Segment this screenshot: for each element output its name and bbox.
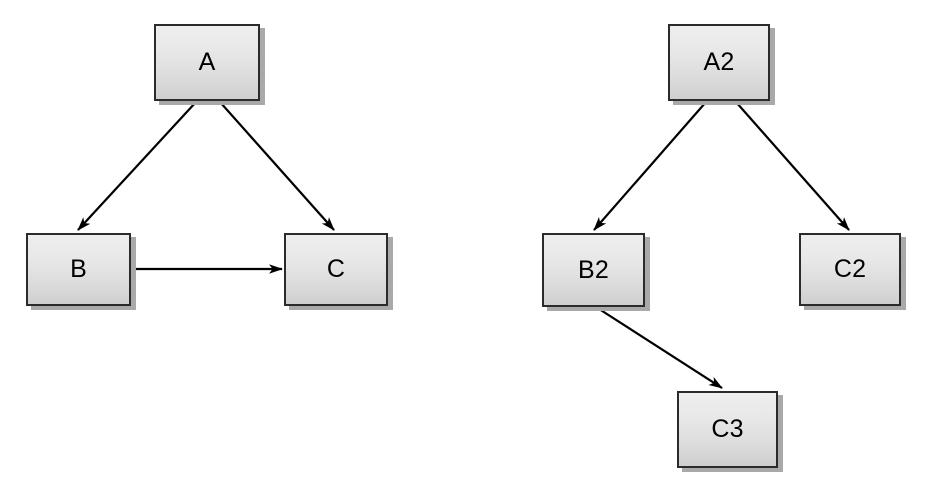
node-label-b: B — [70, 255, 87, 283]
node-label-b2: B2 — [578, 255, 609, 284]
node-a2[interactable]: A2 — [668, 24, 770, 101]
edge-a-c — [219, 101, 335, 231]
edge-b2-c3 — [595, 306, 723, 389]
node-label-c: C — [326, 255, 346, 283]
node-label-c2: C2 — [833, 255, 867, 283]
node-label-a: A — [198, 48, 216, 76]
node-label-a2: A2 — [703, 48, 735, 76]
node-c2[interactable]: C2 — [799, 233, 901, 306]
node-b2[interactable]: B2 — [542, 233, 645, 307]
node-b[interactable]: B — [26, 233, 131, 306]
node-a[interactable]: A — [154, 24, 260, 101]
edge-a-b — [77, 101, 197, 231]
edge-a2-c2 — [735, 101, 850, 231]
edge-a2-b2 — [593, 101, 707, 231]
node-c3[interactable]: C3 — [677, 391, 778, 468]
node-label-c3: C3 — [711, 415, 744, 443]
node-c[interactable]: C — [284, 233, 388, 306]
